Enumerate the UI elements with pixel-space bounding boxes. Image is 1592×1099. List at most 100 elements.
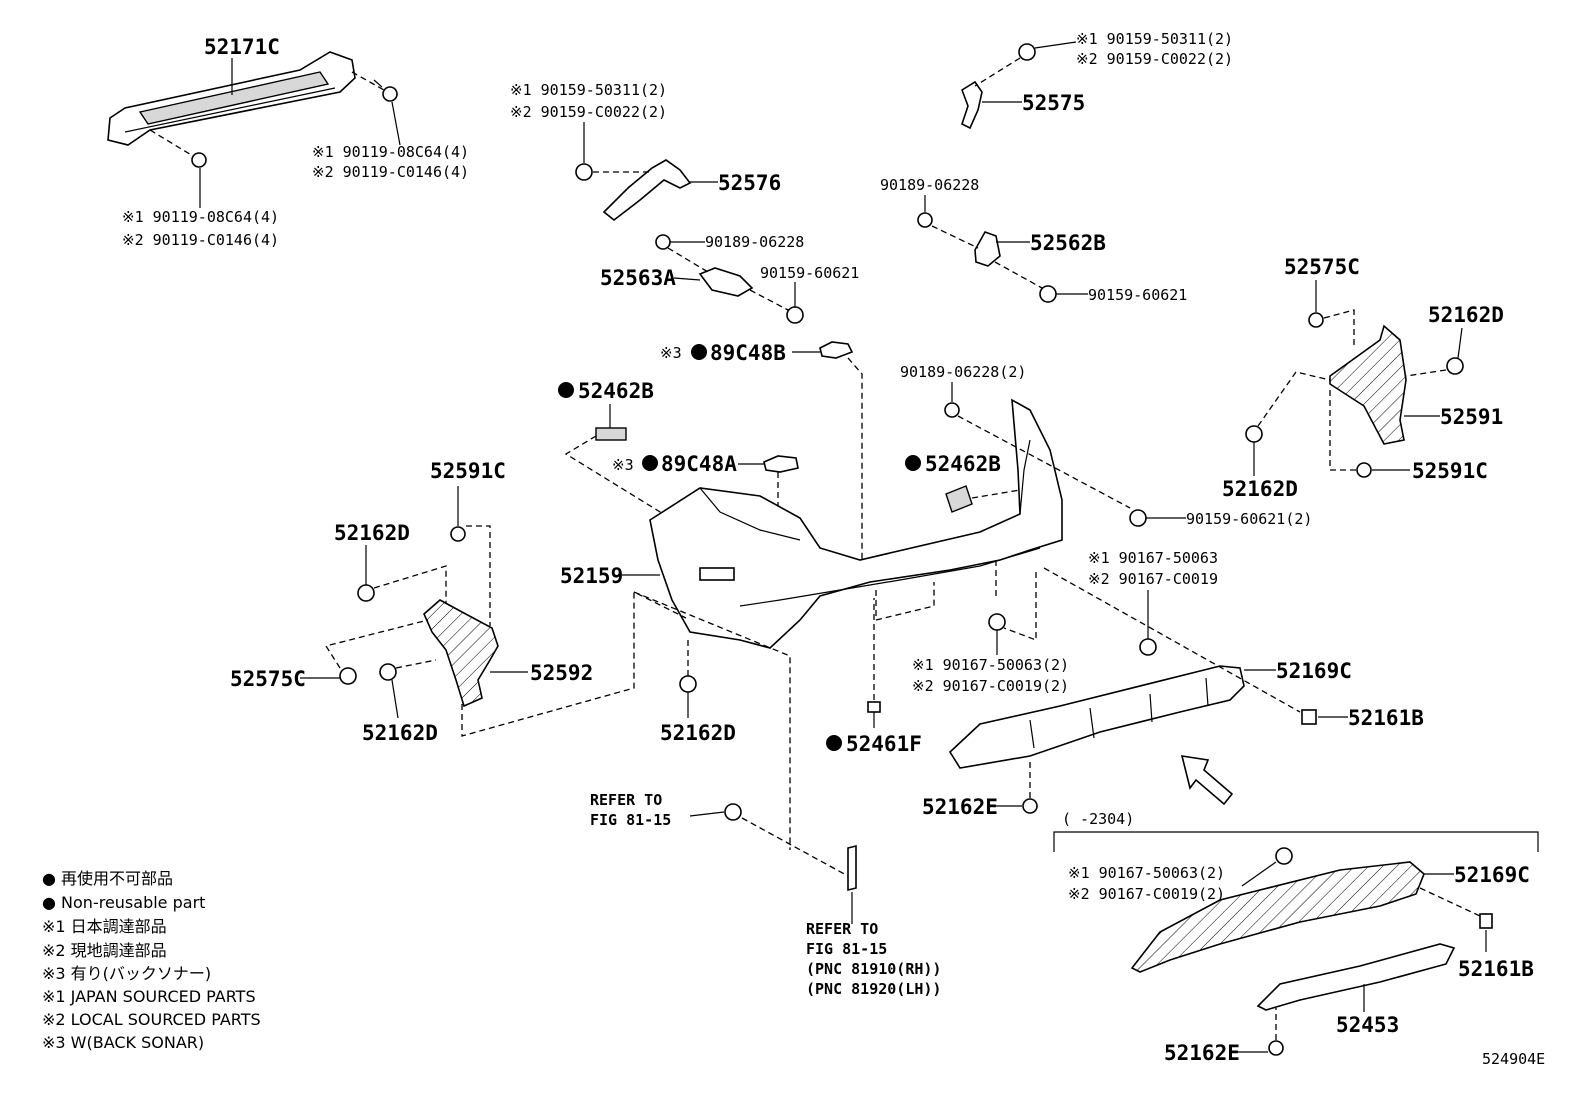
label-52162D-left-1: 52162D <box>334 521 410 545</box>
non-reusable-dot-89C48B <box>691 344 707 360</box>
dash-52563A-bolt <box>749 289 789 311</box>
label-52591C-left: 52591C <box>430 459 506 483</box>
dash-89C48B <box>847 357 876 579</box>
bolt-90119-left <box>191 152 207 168</box>
clip-52591C-left <box>450 526 466 542</box>
clip-52162D-right-2 <box>1245 425 1263 443</box>
lower-garnish-52169C-lower[interactable] <box>1130 861 1425 973</box>
legend-line-7: ※2 LOCAL SOURCED PARTS <box>42 1010 261 1029</box>
label-52575C-left: 52575C <box>230 667 306 691</box>
fastener-90167-C0019-right: ※2 90167-C0019 <box>1088 570 1218 588</box>
dash-52161B-lower <box>1419 887 1481 917</box>
variant-bracket-line <box>1053 831 1539 852</box>
legend-line-3: ※1 日本調達部品 <box>42 917 167 936</box>
clip-52162D-left-1 <box>357 584 375 602</box>
legend-line-8: ※3 W(BACK SONAR) <box>42 1033 204 1052</box>
clip-52591C-right <box>1356 462 1372 478</box>
dash-52592-bumper <box>461 590 687 737</box>
clip-52162D-left-2 <box>379 663 397 681</box>
dash-52575C-left <box>324 619 429 669</box>
sonar-mark-b: ※3 <box>660 344 682 362</box>
bolt-90159-52575 <box>1018 43 1036 61</box>
dash-refer-1 <box>741 817 849 877</box>
dash-clip-bumper-right <box>957 415 1131 509</box>
reflector-81910-81920[interactable] <box>847 844 857 892</box>
clip-52575C-right <box>1308 312 1324 328</box>
dash-52162D-right-1 <box>1405 369 1447 377</box>
refer-to-2-line3: (PNC 81910(RH)) <box>806 960 941 978</box>
label-52169C-lower: 52169C <box>1454 863 1530 887</box>
bolt-refer-81-15 <box>724 803 742 821</box>
bracket-52576[interactable] <box>602 159 692 222</box>
label-52462B-left: 52462B <box>578 379 654 403</box>
dash-bolt-right <box>351 71 385 91</box>
label-52162D-left-2: 52162D <box>362 721 438 745</box>
variant-period: ( -2304) <box>1062 810 1134 828</box>
sonar-mark-a: ※3 <box>612 456 634 474</box>
non-reusable-dot-89C48A <box>642 455 658 471</box>
fastener-90189-06228-a: 90189-06228 <box>705 233 804 251</box>
pad-52462B-left[interactable] <box>595 427 627 441</box>
refer-to-2-line2: FIG 81-15 <box>806 940 887 958</box>
fastener-90119-C0146-right: ※2 90119-C0146(4) <box>312 163 469 181</box>
retainer-52563A[interactable] <box>698 267 754 297</box>
label-52169C-upper: 52169C <box>1276 659 1352 683</box>
bolt-90167-center <box>988 613 1006 631</box>
dash-52575 <box>974 57 1021 87</box>
dash-52162D-left-2 <box>395 659 437 669</box>
clip-90189-52562B <box>917 212 933 228</box>
legend-line-1: ● 再使用不可部品 <box>42 869 173 888</box>
bolt-90159-60621-2 <box>1129 509 1147 527</box>
bolt-90159-52576 <box>575 163 593 181</box>
bracket-52591[interactable] <box>1329 324 1407 445</box>
diffuser-52453[interactable] <box>1256 943 1456 1011</box>
bracket-52575[interactable] <box>961 80 983 130</box>
bumper-cover-52159[interactable] <box>649 398 1063 649</box>
dash-52591C-right <box>1329 388 1356 471</box>
bracket-52592[interactable] <box>423 599 499 708</box>
dash-52462B-left <box>564 435 739 561</box>
label-89C48B: 89C48B <box>710 341 786 365</box>
fastener-90119-C0146-left: ※2 90119-C0146(4) <box>122 231 279 249</box>
fastener-90159-50311-a: ※1 90159-50311(2) <box>510 81 667 99</box>
bolt-90167-lower <box>1275 847 1293 865</box>
label-52162E-lower: 52162E <box>1164 1041 1240 1065</box>
dash-52462B-right <box>971 489 1021 499</box>
bolt-90167-right <box>1139 638 1157 656</box>
clip-90189-52563A <box>655 234 671 250</box>
lower-garnish-52169C-upper[interactable] <box>948 665 1245 769</box>
fastener-90189-06228-2: 90189-06228(2) <box>900 363 1026 381</box>
bolt-90119-right <box>373 79 398 102</box>
sonar-bracket-89C48A[interactable] <box>763 455 799 473</box>
label-52576: 52576 <box>718 171 781 195</box>
fastener-90167-50063-center: ※1 90167-50063(2) <box>912 656 1069 674</box>
label-52591: 52591 <box>1440 405 1503 429</box>
legend-line-2: ● Non-reusable part <box>42 893 205 912</box>
label-89C48A: 89C48A <box>661 452 737 476</box>
fastener-90159-C0022-a: ※2 90159-C0022(2) <box>510 103 667 121</box>
refer-to-1-line2: FIG 81-15 <box>590 811 671 829</box>
clip-52162D-right-1 <box>1446 357 1464 375</box>
sonar-bracket-89C48B[interactable] <box>819 341 854 359</box>
fastener-90159-C0022-b: ※2 90159-C0022(2) <box>1076 50 1233 68</box>
clip-52162E-lower <box>1268 1040 1284 1056</box>
leader-52162D-right-1 <box>1457 327 1463 359</box>
label-52161B-upper: 52161B <box>1348 706 1424 730</box>
fastener-90167-50063-lower: ※1 90167-50063(2) <box>1068 864 1225 882</box>
label-52171C: 52171C <box>204 35 280 59</box>
retainer-52562B[interactable] <box>974 231 1001 267</box>
fastener-90119-08C64-right: ※1 90119-08C64(4) <box>312 143 469 161</box>
reinforcement-52171C[interactable] <box>107 51 356 146</box>
refer-to-2-line4: (PNC 81920(LH)) <box>806 980 941 998</box>
leader-52162D-left-2 <box>391 679 399 719</box>
pad-52461F[interactable] <box>867 701 881 713</box>
label-52575: 52575 <box>1022 91 1085 115</box>
fastener-90159-60621-2: 90159-60621(2) <box>1186 510 1312 528</box>
clip-52162E-upper <box>1022 798 1038 814</box>
legend-line-6: ※1 JAPAN SOURCED PARTS <box>42 987 256 1006</box>
fastener-90167-C0019-lower: ※2 90167-C0019(2) <box>1068 885 1225 903</box>
pad-52462B-right[interactable] <box>945 485 973 513</box>
non-reusable-dot-52461F <box>826 735 842 751</box>
legend-line-5: ※3 有り(バックソナー) <box>42 964 211 983</box>
fastener-90167-C0019-center: ※2 90167-C0019(2) <box>912 677 1069 695</box>
